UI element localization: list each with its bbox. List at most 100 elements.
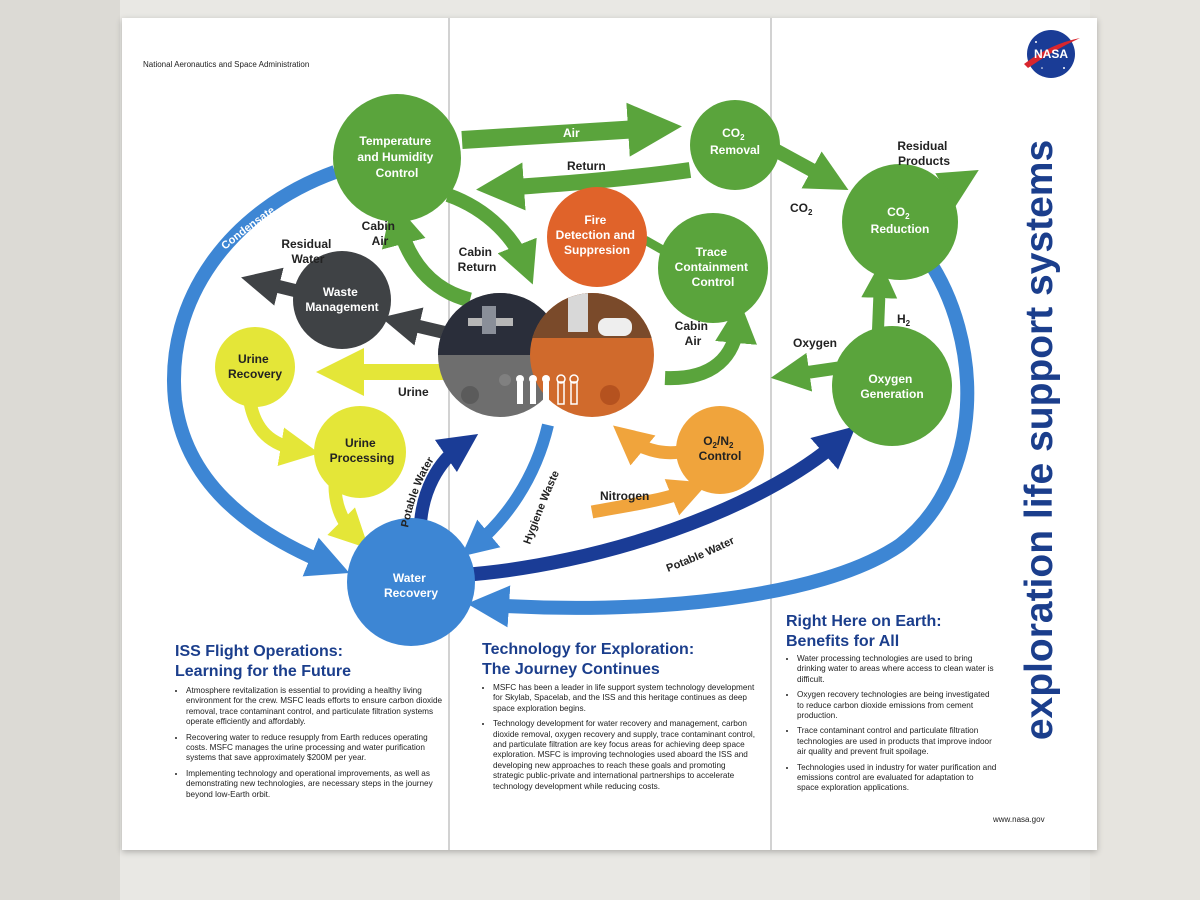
temperature-label-line: Temperature xyxy=(359,134,431,148)
co2-reduction-label: CO2 Reduction xyxy=(871,205,930,236)
urine-processing-label: Urine Processing xyxy=(330,436,395,465)
urine-processing-node xyxy=(314,406,406,498)
hygiene-waste-arrow xyxy=(461,423,554,557)
trace-label-line: Trace xyxy=(696,245,728,259)
cabin-return-arrow xyxy=(445,188,537,285)
urine-label: Urine xyxy=(398,385,429,399)
air-arrow xyxy=(461,102,682,157)
sub-co: CO xyxy=(722,126,740,140)
o2n2-label: O2/N2 Control xyxy=(699,434,742,463)
water-recovery-label-line: Recovery xyxy=(384,586,438,600)
panel-seam xyxy=(770,18,772,850)
urine-processing-label-line: Urine xyxy=(345,436,376,450)
nasa-logo-text: NASA xyxy=(1034,47,1068,61)
panel-title-exploration: Technology for Exploration: The Journey … xyxy=(482,640,694,680)
cabin-air-line: Air xyxy=(372,234,389,248)
residual-products-line: Residual xyxy=(897,139,947,153)
oxygen-generation-label-line: Oxygen xyxy=(868,372,912,386)
potable-right-path-text: Potable Water xyxy=(665,535,737,575)
waste-node xyxy=(293,251,391,349)
sub-reduction: Reduction xyxy=(871,222,930,236)
potable-water-right-label: Potable Water xyxy=(665,535,737,575)
condensate-path-text: Condensate xyxy=(219,204,277,252)
temperature-label: Temperature and Humidity Control xyxy=(357,134,436,180)
urine-recovery-node xyxy=(215,327,295,407)
condensate-label: Condensate xyxy=(219,204,277,252)
cabin-air-right-label: Cabin Air xyxy=(675,319,712,348)
bullet: Technologies used in industry for water … xyxy=(797,763,997,794)
sub-2: 2 xyxy=(740,133,745,142)
sub-2: 2 xyxy=(808,208,813,217)
nitrogen-label: Nitrogen xyxy=(600,489,649,503)
panel-title-line: Benefits for All xyxy=(786,633,900,650)
residual-water-label: Residual Water xyxy=(281,237,334,266)
residual-products-line: Products xyxy=(898,154,950,168)
wall-right xyxy=(1090,0,1200,900)
sub-2: 2 xyxy=(906,319,911,328)
water-recovery-label: Water Recovery xyxy=(384,571,438,600)
trace-node xyxy=(658,213,768,323)
co2-removal-node xyxy=(690,100,780,190)
panel-bullets-earth: Water processing technologies are used t… xyxy=(787,654,997,799)
sub-co: CO xyxy=(887,205,905,219)
oxygen-label: Oxygen xyxy=(793,336,837,350)
nasa-logo: NASA xyxy=(1024,30,1080,78)
bullet: Water processing technologies are used t… xyxy=(797,654,997,685)
oxygen-generation-label-line: Generation xyxy=(860,387,923,401)
cabin-air-line: Cabin xyxy=(362,219,395,233)
cabin-return-label: Cabin Return xyxy=(458,245,497,274)
bullet: Implementing technology and operational … xyxy=(186,769,448,800)
cabin-air-right-arrow xyxy=(664,301,758,386)
fire-label-line: Detection and xyxy=(556,228,635,242)
fire-label-line: Fire xyxy=(584,213,606,227)
co2-reduction-node xyxy=(842,164,958,280)
wall-left xyxy=(0,0,120,900)
waste-label-line: Management xyxy=(305,300,378,314)
moon-mars-image xyxy=(438,293,654,417)
fire-label-line: Suppresion xyxy=(564,243,630,257)
cabin-air-left-arrow xyxy=(381,200,473,308)
bullet: Technology development for water recover… xyxy=(493,719,755,792)
bullet: Recovering water to reduce resupply from… xyxy=(186,733,448,764)
sub-co: CO xyxy=(790,201,808,215)
return-arrow xyxy=(476,162,692,211)
co2-removal-label: CO2 Removal xyxy=(710,126,760,157)
co2-label: CO2 xyxy=(790,201,813,217)
fire-label: Fire Detection and Suppresion xyxy=(556,213,639,257)
cabin-air-left-label: Cabin Air xyxy=(362,219,399,248)
waste-label-line: Waste xyxy=(323,285,358,299)
sub-h: H xyxy=(897,312,906,326)
urine-processing-to-water-arrow xyxy=(327,484,369,549)
oxygen-generation-label: Oxygen Generation xyxy=(860,372,923,401)
panel-title-earth: Right Here on Earth: Benefits for All xyxy=(786,612,942,652)
waste-label: Waste Management xyxy=(305,285,378,314)
sub-2: 2 xyxy=(713,441,718,450)
potable-water-right-arrow xyxy=(461,426,856,582)
bullet: MSFC has been a leader in life support s… xyxy=(493,683,755,714)
cabin-air-line: Air xyxy=(685,334,702,348)
panel-title-line: ISS Flight Operations: xyxy=(175,643,344,660)
oxygen-generation-node xyxy=(832,326,952,446)
trace-label: Trace Containment Control xyxy=(675,245,752,289)
panel-title-line: Right Here on Earth: xyxy=(786,613,942,630)
temperature-label-line: Control xyxy=(376,166,419,180)
urine-recovery-label-line: Recovery xyxy=(228,367,282,381)
bullet: Trace contaminant control and particulat… xyxy=(797,726,997,757)
temperature-label-line: and Humidity xyxy=(357,150,433,164)
panel-title-line: Learning for the Future xyxy=(175,663,351,680)
return-label: Return xyxy=(567,159,606,173)
nasa-url: www.nasa.gov xyxy=(993,815,1045,824)
urine-recovery-label-line: Urine xyxy=(238,352,269,366)
panel-seam xyxy=(448,18,450,850)
h2-arrow xyxy=(861,262,898,331)
co2-arrow xyxy=(771,143,849,191)
astronaut-silhouettes-outline xyxy=(556,374,579,405)
bullet: Oxygen recovery technologies are being i… xyxy=(797,690,997,721)
water-recovery-label-line: Water xyxy=(393,571,426,585)
residual-products-label: Residual Products xyxy=(897,139,950,168)
sub-2: 2 xyxy=(729,441,734,450)
oxygen-arrow xyxy=(770,352,839,392)
temperature-node xyxy=(333,94,461,222)
astronaut-silhouettes xyxy=(516,375,550,404)
